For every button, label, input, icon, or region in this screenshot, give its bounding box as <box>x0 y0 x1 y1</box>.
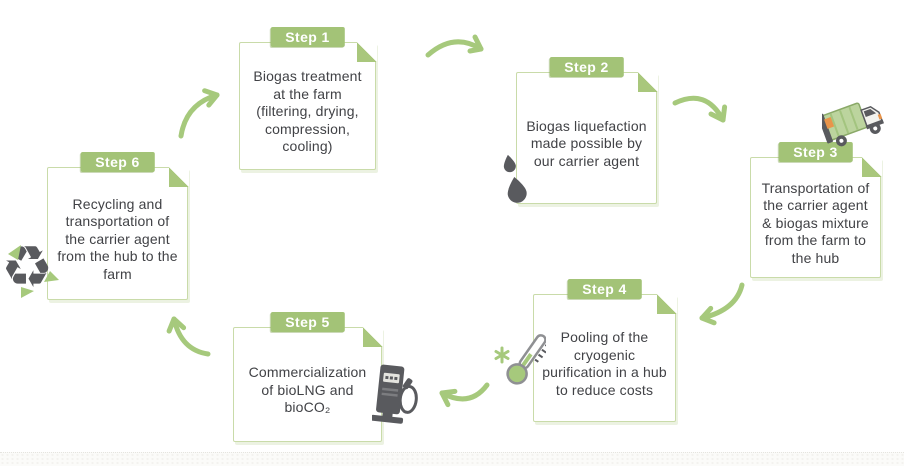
step-1-card: Step 1 Biogas treatment at the farm (fil… <box>239 27 377 170</box>
step-1-badge: Step 1 <box>270 27 345 47</box>
card-fold <box>168 166 189 187</box>
step-6-badge: Step 6 <box>80 152 155 172</box>
arrow-step1-to-step2 <box>425 34 484 58</box>
card-fold <box>656 293 677 314</box>
step-5-badge: Step 5 <box>270 312 345 332</box>
step-2-card: Step 2 Biogas liquefaction made possible… <box>516 57 658 204</box>
step-4-badge: Step 4 <box>567 279 642 299</box>
step-6-card: Step 6 Recycling and transportation of t… <box>47 152 189 300</box>
background-texture-band <box>0 452 904 466</box>
truck-icon <box>822 102 884 147</box>
step-4-text: Pooling of the cryogenic purification in… <box>542 329 667 398</box>
step-3-card: Step 3 Transportation of the carrier age… <box>750 142 882 278</box>
svg-text:♻: ♻ <box>4 236 53 298</box>
step-5-card: Step 5 Commercialization of bioLNG and b… <box>233 312 383 442</box>
step-3-badge: Step 3 <box>778 142 853 162</box>
recycling-icon: ♻ <box>4 236 59 298</box>
arrow-step6-to-step1 <box>178 88 220 139</box>
step-3-text: Transportation of the carrier agent & bi… <box>761 179 870 266</box>
water-drops-icon <box>503 154 527 203</box>
card-fold <box>356 41 377 62</box>
arrow-step3-to-step4 <box>699 282 745 326</box>
fuel-pump-icon <box>372 364 418 424</box>
arrow-step4-to-step5 <box>439 382 490 408</box>
step-2-text: Biogas liquefaction made possible by our… <box>526 117 647 169</box>
arrow-step2-to-step3 <box>672 95 728 123</box>
card-fold <box>362 326 383 347</box>
step-5-text: Commercialization of bioLNG and bioCO₂ <box>248 364 367 416</box>
step-1-text: Biogas treatment at the farm (filtering,… <box>253 68 362 155</box>
step-6-text: Recycling and transportation of the carr… <box>57 195 178 282</box>
card-fold <box>637 71 658 92</box>
card-fold <box>861 156 882 177</box>
step-4-card: Step 4 Pooling of the cryogenic purifica… <box>533 279 677 422</box>
step-2-badge: Step 2 <box>549 57 624 77</box>
arrow-step5-to-step6 <box>166 316 211 357</box>
thermometer-icon <box>494 334 546 385</box>
